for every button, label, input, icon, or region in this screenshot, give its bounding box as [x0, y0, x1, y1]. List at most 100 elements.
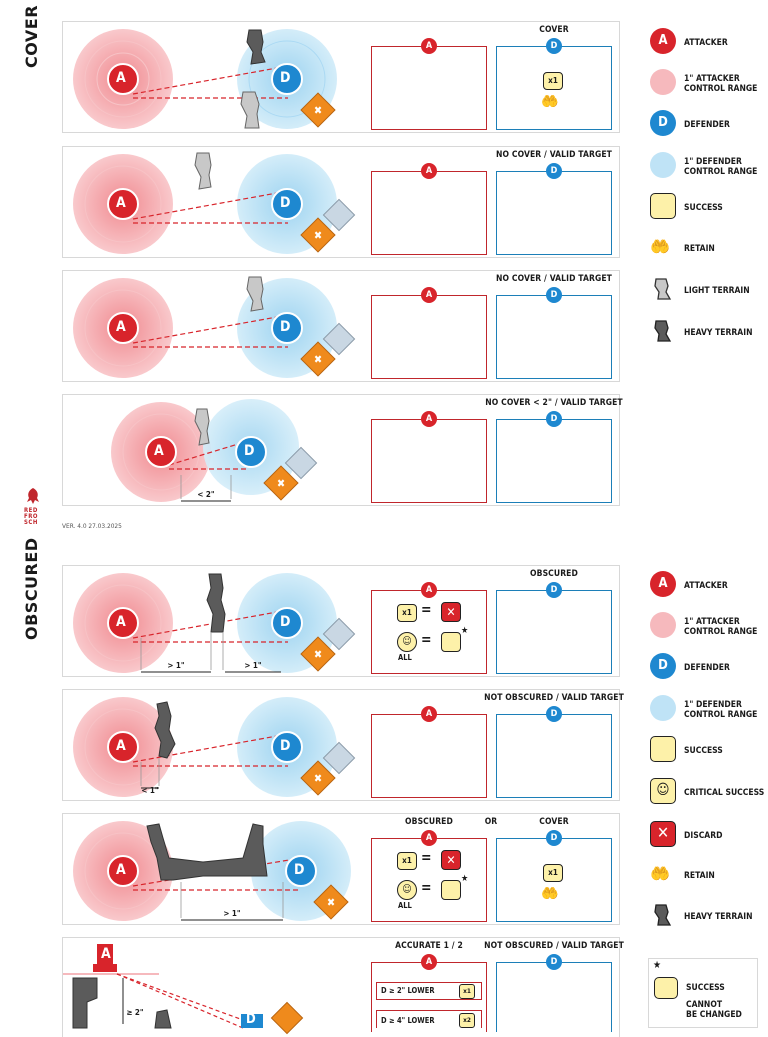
discard-icon: ✕	[441, 602, 461, 622]
legend-label: HEAVY TERRAIN	[684, 912, 753, 922]
svg-text:✖: ✖	[277, 477, 285, 490]
all-label: ALL	[398, 653, 412, 662]
legend-heavy-terrain: HEAVY TERRAIN	[650, 318, 768, 348]
legend-label: 1" ATTACKER CONTROL RANGE	[684, 74, 758, 94]
accurate-row-1-label: D ≥ 2" LOWER	[381, 986, 435, 995]
defender-result-box	[496, 590, 612, 674]
legend-discard: ✕ DISCARD	[650, 821, 768, 851]
svg-text:✖: ✖	[327, 896, 335, 909]
discard-icon: ✕	[650, 821, 676, 847]
retain-icon: 🤲	[541, 886, 559, 902]
success-icon	[441, 880, 461, 900]
defender-token-label: D	[280, 195, 291, 211]
panel-header: NO COVER / VALID TARGET	[496, 150, 612, 160]
legend-attacker: A ATTACKER	[650, 571, 768, 601]
legend-retain: 🤲 RETAIN	[650, 861, 768, 891]
critical-success-icon: ☺	[650, 778, 676, 804]
legend-label: SUCCESS	[684, 746, 723, 756]
defender-token-label: D	[280, 70, 291, 86]
attacker-token-label: A	[116, 738, 126, 754]
distance-label: > 1"	[223, 909, 241, 918]
legend-label: DEFENDER	[684, 120, 730, 130]
defender-tag: D	[546, 582, 562, 598]
panel-header: NO COVER / VALID TARGET	[496, 274, 612, 284]
obscured-scene-3: ✖	[73, 821, 351, 921]
heavy-terrain-icon	[654, 320, 672, 342]
success-icon	[654, 977, 678, 999]
success-x1-badge: x1	[543, 864, 563, 882]
discard-icon: ✕	[441, 850, 461, 870]
attacker-result-box	[371, 419, 487, 503]
cover-panel-4: ✖ A D < 2" NO COVER < 2" / VALID TARGET …	[62, 394, 623, 506]
legend-critical-success: ☺ CRITICAL SUCCESS	[650, 778, 768, 808]
cover-scene-1: ✖	[73, 29, 337, 129]
equals-sign: =	[421, 632, 432, 648]
legend-defender-range: 1" DEFENDER CONTROL RANGE	[650, 695, 768, 725]
success-x2-badge: x2	[459, 1013, 475, 1028]
retain-icon: 🤲	[541, 94, 559, 110]
defender-range-icon	[650, 152, 676, 178]
star-icon: ★	[653, 960, 662, 971]
panel-header-or: OR	[484, 817, 498, 827]
equals-sign: =	[421, 850, 432, 866]
defender-result-box	[496, 171, 612, 255]
obscured-scene-1: ✖	[73, 573, 356, 673]
attacker-icon: A	[650, 571, 676, 597]
cover-scene-3: ✖	[73, 276, 356, 378]
attacker-tag: A	[421, 582, 437, 598]
attacker-tag: A	[421, 411, 437, 427]
retain-icon: 🤲	[650, 864, 670, 883]
panel-header-left: ACCURATE 1 / 2	[395, 941, 463, 951]
success-x1-badge: x1	[397, 852, 417, 870]
retain-icon: 🤲	[650, 237, 670, 256]
success-x1-badge: x1	[459, 984, 475, 999]
success-icon	[650, 736, 676, 762]
defender-tag: D	[546, 706, 562, 722]
defender-tag: D	[546, 411, 562, 427]
defender-tag: D	[546, 287, 562, 303]
panel-header: COVER	[539, 25, 569, 35]
svg-text:✖: ✖	[314, 648, 322, 661]
defender-result-box	[496, 962, 612, 1032]
legend-label: DEFENDER	[684, 663, 730, 673]
obscured-scene-2: ✖	[73, 697, 356, 797]
legend-label: SUCCESS	[684, 203, 723, 213]
version-label: VER. 4.0 27.03.2025	[62, 522, 122, 530]
attacker-result-box	[371, 295, 487, 379]
attacker-tag: A	[421, 954, 437, 970]
distance-label: < 2"	[197, 490, 215, 499]
success-x1-badge: x1	[397, 604, 417, 622]
defender-token-label: D	[280, 614, 291, 630]
attacker-range-icon	[650, 69, 676, 95]
attacker-result-box	[371, 171, 487, 255]
svg-text:✖: ✖	[314, 229, 322, 242]
defender-tag: D	[546, 830, 562, 846]
critical-success-icon: ☺	[397, 880, 417, 900]
accurate-row-1: D ≥ 2" LOWER x1	[376, 982, 482, 1000]
defender-token-label: D	[280, 738, 291, 754]
svg-text:✖: ✖	[314, 772, 322, 785]
panel-header: NOT OBSCURED / VALID TARGET	[484, 693, 624, 703]
legend-label: LIGHT TERRAIN	[684, 286, 750, 296]
legend-note-cannot: CANNOT BE CHANGED	[686, 1000, 742, 1020]
heavy-terrain-icon	[654, 904, 672, 926]
cover-scene-4: ✖	[111, 399, 318, 502]
defender-range-icon	[650, 695, 676, 721]
legend-label: 1" DEFENDER CONTROL RANGE	[684, 157, 758, 177]
attacker-icon: A	[650, 28, 676, 54]
obscured-panel-3: ✖ A D > 1" OBSCURED OR COVER A x1 = ✕ ☺ …	[62, 813, 620, 925]
success-icon	[650, 193, 676, 219]
star-icon: ★	[461, 874, 469, 884]
attacker-token-label: A	[116, 319, 126, 335]
attacker-result-box	[371, 46, 487, 130]
attacker-result-box	[371, 590, 487, 674]
cover-scene-2: ✖	[73, 152, 356, 254]
legend-label: HEAVY TERRAIN	[684, 328, 753, 338]
defender-result-box	[496, 295, 612, 379]
legend-defender-range: 1" DEFENDER CONTROL RANGE	[650, 152, 768, 182]
success-x1-badge: x1	[543, 72, 563, 90]
cover-panel-3: ✖ A D NO COVER / VALID TARGET A D	[62, 270, 620, 382]
cover-panel-1: ✖ A D COVER A D x1 🤲	[62, 21, 620, 133]
attacker-token-label: A	[116, 862, 126, 878]
